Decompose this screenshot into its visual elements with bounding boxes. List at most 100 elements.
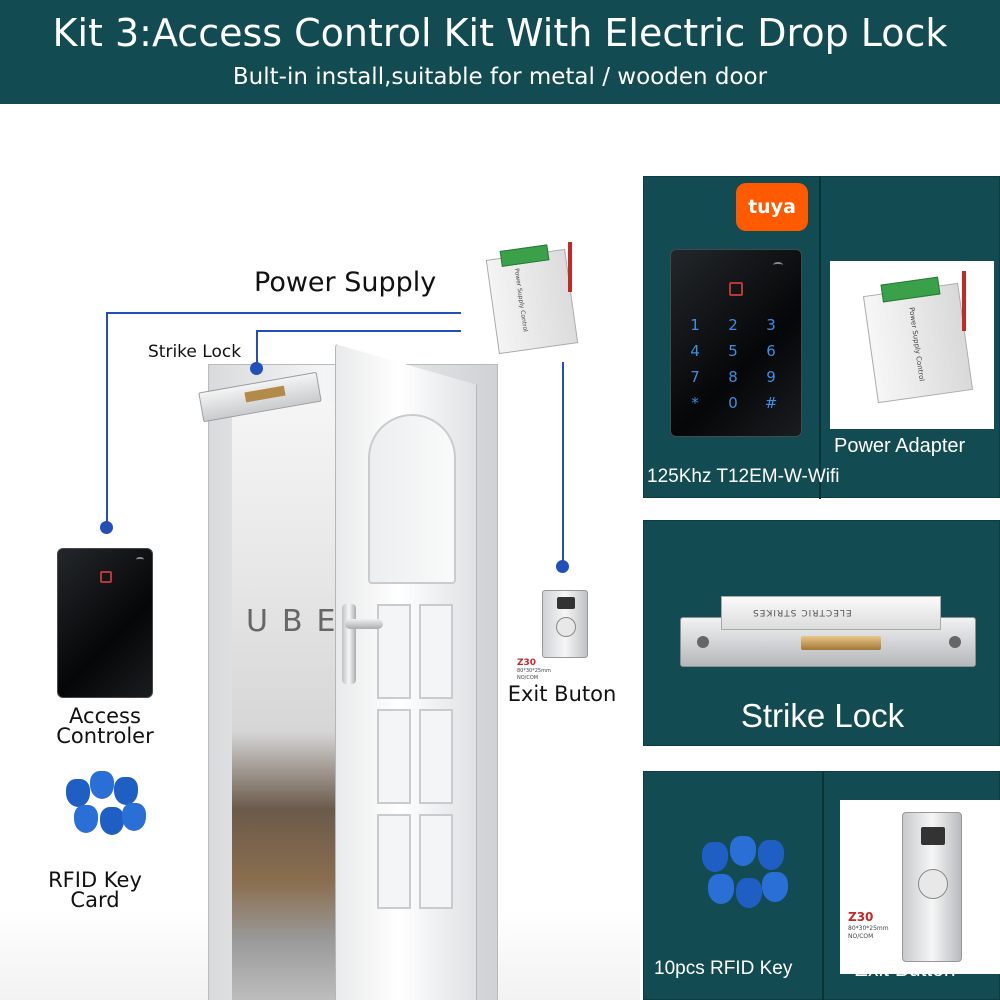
- power-unit-text: Power Supply Control: [512, 267, 529, 333]
- wire-exit-vertical: [562, 362, 564, 562]
- door-panel: [419, 709, 453, 804]
- exit-button-press: [556, 617, 576, 637]
- power-cable-red: [962, 271, 966, 331]
- strike-lock-product: ELECTRIC STRIKES: [680, 596, 976, 667]
- exit-button-spec: 80*30*25mm: [517, 668, 551, 674]
- screw-hole: [697, 636, 709, 648]
- exit-button-photo: Z30 80*30*25mm NO/COM: [840, 800, 1000, 974]
- doorway-room-view: [232, 404, 342, 1000]
- rfid-fob: [114, 777, 138, 805]
- page-subtitle: Bult-in install,suitable for metal / woo…: [232, 64, 768, 90]
- screw-hole: [949, 636, 961, 648]
- wire-dot-keypad: [100, 521, 113, 534]
- power-supply-label: Power Supply: [254, 267, 437, 298]
- rfid-fob: [762, 872, 788, 902]
- power-cable-red: [568, 242, 572, 292]
- card-reader-square: [729, 282, 743, 296]
- rfid-key-fobs: [60, 759, 150, 844]
- access-controller-keypad: [57, 548, 153, 698]
- door-panel: [377, 604, 411, 699]
- rfid-key-fobs: [696, 824, 792, 924]
- wifi-indicator-icon: [773, 262, 783, 268]
- terminal-block: [880, 276, 941, 303]
- keypad-key: #: [764, 394, 778, 412]
- access-controler-label-2: Controler: [56, 724, 154, 748]
- power-adapter-caption: Power Adapter: [834, 435, 966, 457]
- exit-button-window: [921, 827, 945, 845]
- power-supply-device: Power Supply Control: [485, 244, 579, 355]
- power-adapter-photo: Power Supply Control: [830, 261, 994, 429]
- wire-left-vertical: [106, 312, 108, 527]
- strike-lock-body: ELECTRIC STRIKES: [721, 596, 941, 630]
- power-adapter-device: Power Supply Control: [862, 276, 974, 404]
- exit-button-caption: Exit Button: [854, 958, 956, 981]
- rfid-key-card-label-1: RFID Key: [48, 868, 142, 892]
- door-panel: [377, 814, 411, 909]
- rfid-fob: [708, 874, 734, 904]
- panel-strike-lock: ELECTRIC STRIKES Strike Lock: [643, 520, 1000, 746]
- keypad-caption: 125Khz T12EM-W-Wifi: [647, 466, 840, 487]
- header-banner: Kit 3:Access Control Kit With Electric D…: [0, 0, 1000, 104]
- rfid-fob: [100, 807, 124, 835]
- keypad-key: 6: [766, 342, 776, 360]
- keypad-key: 1: [690, 316, 700, 334]
- exit-button-device: [902, 812, 962, 962]
- rfid-key-caption: 10pcs RFID Key: [654, 958, 793, 979]
- panel-divider: [819, 177, 821, 499]
- door-panel: [419, 604, 453, 699]
- wire-strike-down: [256, 330, 258, 366]
- keypad-key: 2: [728, 316, 738, 334]
- exit-button-window: [557, 597, 575, 609]
- keypad-key: 0: [728, 394, 738, 412]
- strike-lock-plate-text: ELECTRIC STRIKES: [752, 607, 852, 617]
- rfid-fob: [74, 805, 98, 833]
- tuya-logo-text: tuya: [748, 196, 796, 218]
- keypad-key: 4: [690, 342, 700, 360]
- strike-lock-latch: [801, 636, 881, 650]
- exit-button-model: Z30: [517, 658, 537, 668]
- exit-button-spec: 80*30*25mm: [848, 925, 889, 932]
- keypad-key: 5: [728, 342, 738, 360]
- wire-dot-exit: [556, 560, 569, 573]
- exit-button-model: Z30: [848, 910, 874, 924]
- terminal-block: [499, 244, 550, 267]
- wire-top: [106, 312, 461, 314]
- tuya-logo: tuya: [736, 183, 808, 231]
- exit-button-mode: NO/COM: [848, 933, 874, 940]
- rfid-fob: [730, 836, 756, 866]
- wall-sign-text: UBE: [246, 604, 350, 639]
- rfid-fob: [122, 803, 146, 831]
- exit-buton-label: Exit Buton: [507, 682, 617, 706]
- door-lever: [345, 619, 383, 629]
- keypad-key: *: [691, 394, 699, 412]
- rfid-fob: [758, 840, 784, 870]
- wifi-indicator-icon: [136, 557, 144, 562]
- panel-rfid-exit-button: 10pcs RFID Key Z30 80*30*25mm NO/COM Exi…: [643, 771, 1000, 1000]
- exit-button-device: [542, 590, 588, 658]
- exit-button-mode: NO/COM: [517, 675, 539, 681]
- exit-button-press: [918, 869, 948, 899]
- page-title: Kit 3:Access Control Kit With Electric D…: [52, 11, 948, 55]
- strike-lock-label: Strike Lock: [148, 342, 242, 362]
- rfid-fob: [66, 779, 90, 807]
- keypad-key: 3: [766, 316, 776, 334]
- power-adapter-device-text: Power Supply Control: [907, 306, 926, 382]
- rfid-fob: [702, 842, 728, 872]
- access-controler-label-1: Access: [69, 704, 141, 728]
- door-panel: [377, 709, 411, 804]
- door-handle: [342, 604, 356, 684]
- strike-lock-caption: Strike Lock: [740, 697, 905, 734]
- installation-scene: UBE Strike Lock Power Supply Power Suppl…: [0, 104, 640, 1000]
- door-panel: [419, 814, 453, 909]
- keypad-key: 9: [766, 368, 776, 386]
- panel-divider: [822, 772, 824, 1000]
- wire-dot-strike: [250, 362, 263, 375]
- wire-strike: [256, 330, 461, 332]
- rfid-fob: [736, 878, 762, 908]
- door-panel-arch: [368, 414, 456, 584]
- keypad-key: 8: [728, 368, 738, 386]
- rfid-key-card-label-2: Card: [70, 888, 120, 912]
